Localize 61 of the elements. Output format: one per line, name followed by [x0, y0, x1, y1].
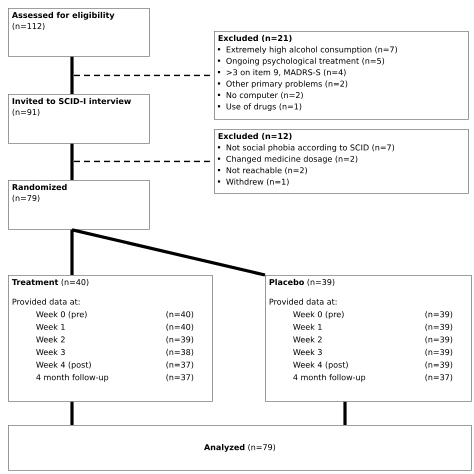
row-label: Week 3	[293, 348, 322, 356]
connector-line	[70, 230, 74, 275]
list-item: Use of drugs (n=1)	[218, 103, 302, 112]
list-item: Not reachable (n=2)	[218, 167, 307, 174]
count-value: (n=37)	[166, 374, 194, 382]
flow-box	[8, 94, 150, 144]
connector-line	[70, 144, 74, 180]
list-item: Changed medicine dosage (n=2)	[218, 156, 358, 164]
row-label: Week 0 (pre)	[293, 311, 344, 319]
participant-count: (n=79)	[12, 194, 40, 202]
connector-line	[72, 228, 266, 277]
row-heading: Provided data at:	[270, 298, 337, 305]
count-value: (n=39)	[425, 336, 452, 344]
count-value: (n=38)	[166, 348, 194, 356]
connector-line	[343, 402, 347, 425]
step-heading: Analyzed (n=79)	[204, 444, 276, 452]
flow-box	[8, 275, 213, 402]
step-heading: Randomized	[12, 184, 67, 190]
count-value: (n=39)	[425, 362, 452, 369]
row-heading: Provided data at:	[12, 298, 80, 305]
participant-count: (n=112)	[12, 22, 44, 30]
arm-heading: Treatment (n=40)	[12, 278, 88, 286]
row-label: Week 2	[36, 336, 65, 342]
row-label: Week 4 (post)	[36, 362, 91, 370]
list-item: >3 on item 9, MADRS-S (n=4)	[218, 69, 346, 76]
list-item: Other primary problems (n=2)	[218, 80, 348, 88]
row-label: 4 month follow-up	[293, 374, 366, 382]
arm-heading: Placebo (n=39)	[270, 278, 334, 286]
row-label: Week 3	[36, 348, 65, 356]
list-item: Ongoing psychological treatment (n=5)	[218, 58, 384, 66]
row-label: Week 1	[36, 324, 65, 330]
participant-count: (n=91)	[12, 108, 40, 116]
row-label: Week 4 (post)	[293, 362, 348, 370]
list-item: No computer (n=2)	[218, 92, 303, 100]
connector-line	[70, 56, 74, 94]
row-label: 4 month follow-up	[36, 374, 108, 382]
flow-box	[214, 31, 469, 120]
count-value: (n=39)	[425, 324, 452, 331]
row-label: Week 1	[293, 324, 322, 330]
flow-box	[214, 129, 469, 194]
count-value: (n=39)	[425, 311, 452, 318]
step-heading: Assessed for eligibility	[12, 12, 114, 20]
flow-box	[8, 8, 150, 57]
count-value: (n=39)	[425, 348, 452, 356]
count-value: (n=40)	[166, 324, 194, 331]
list-item: Withdrew (n=1)	[218, 178, 289, 186]
flow-box	[8, 180, 150, 230]
list-item: Not social phobia according to SCID (n=7)	[218, 144, 394, 152]
connector-line	[70, 402, 74, 425]
box-heading: Excluded (n=12)	[218, 132, 292, 140]
flow-box	[8, 425, 472, 471]
row-label: Week 0 (pre)	[36, 311, 87, 319]
count-value: (n=37)	[166, 362, 194, 369]
box-heading: Excluded (n=21)	[218, 34, 292, 42]
list-item: Extremely high alcohol consumption (n=7)	[218, 46, 397, 54]
count-value: (n=40)	[166, 311, 194, 318]
count-value: (n=39)	[166, 336, 194, 344]
flow-box	[265, 275, 472, 402]
row-label: Week 2	[293, 336, 322, 342]
step-heading: Invited to SCID-I interview	[12, 98, 131, 104]
count-value: (n=37)	[425, 374, 452, 382]
